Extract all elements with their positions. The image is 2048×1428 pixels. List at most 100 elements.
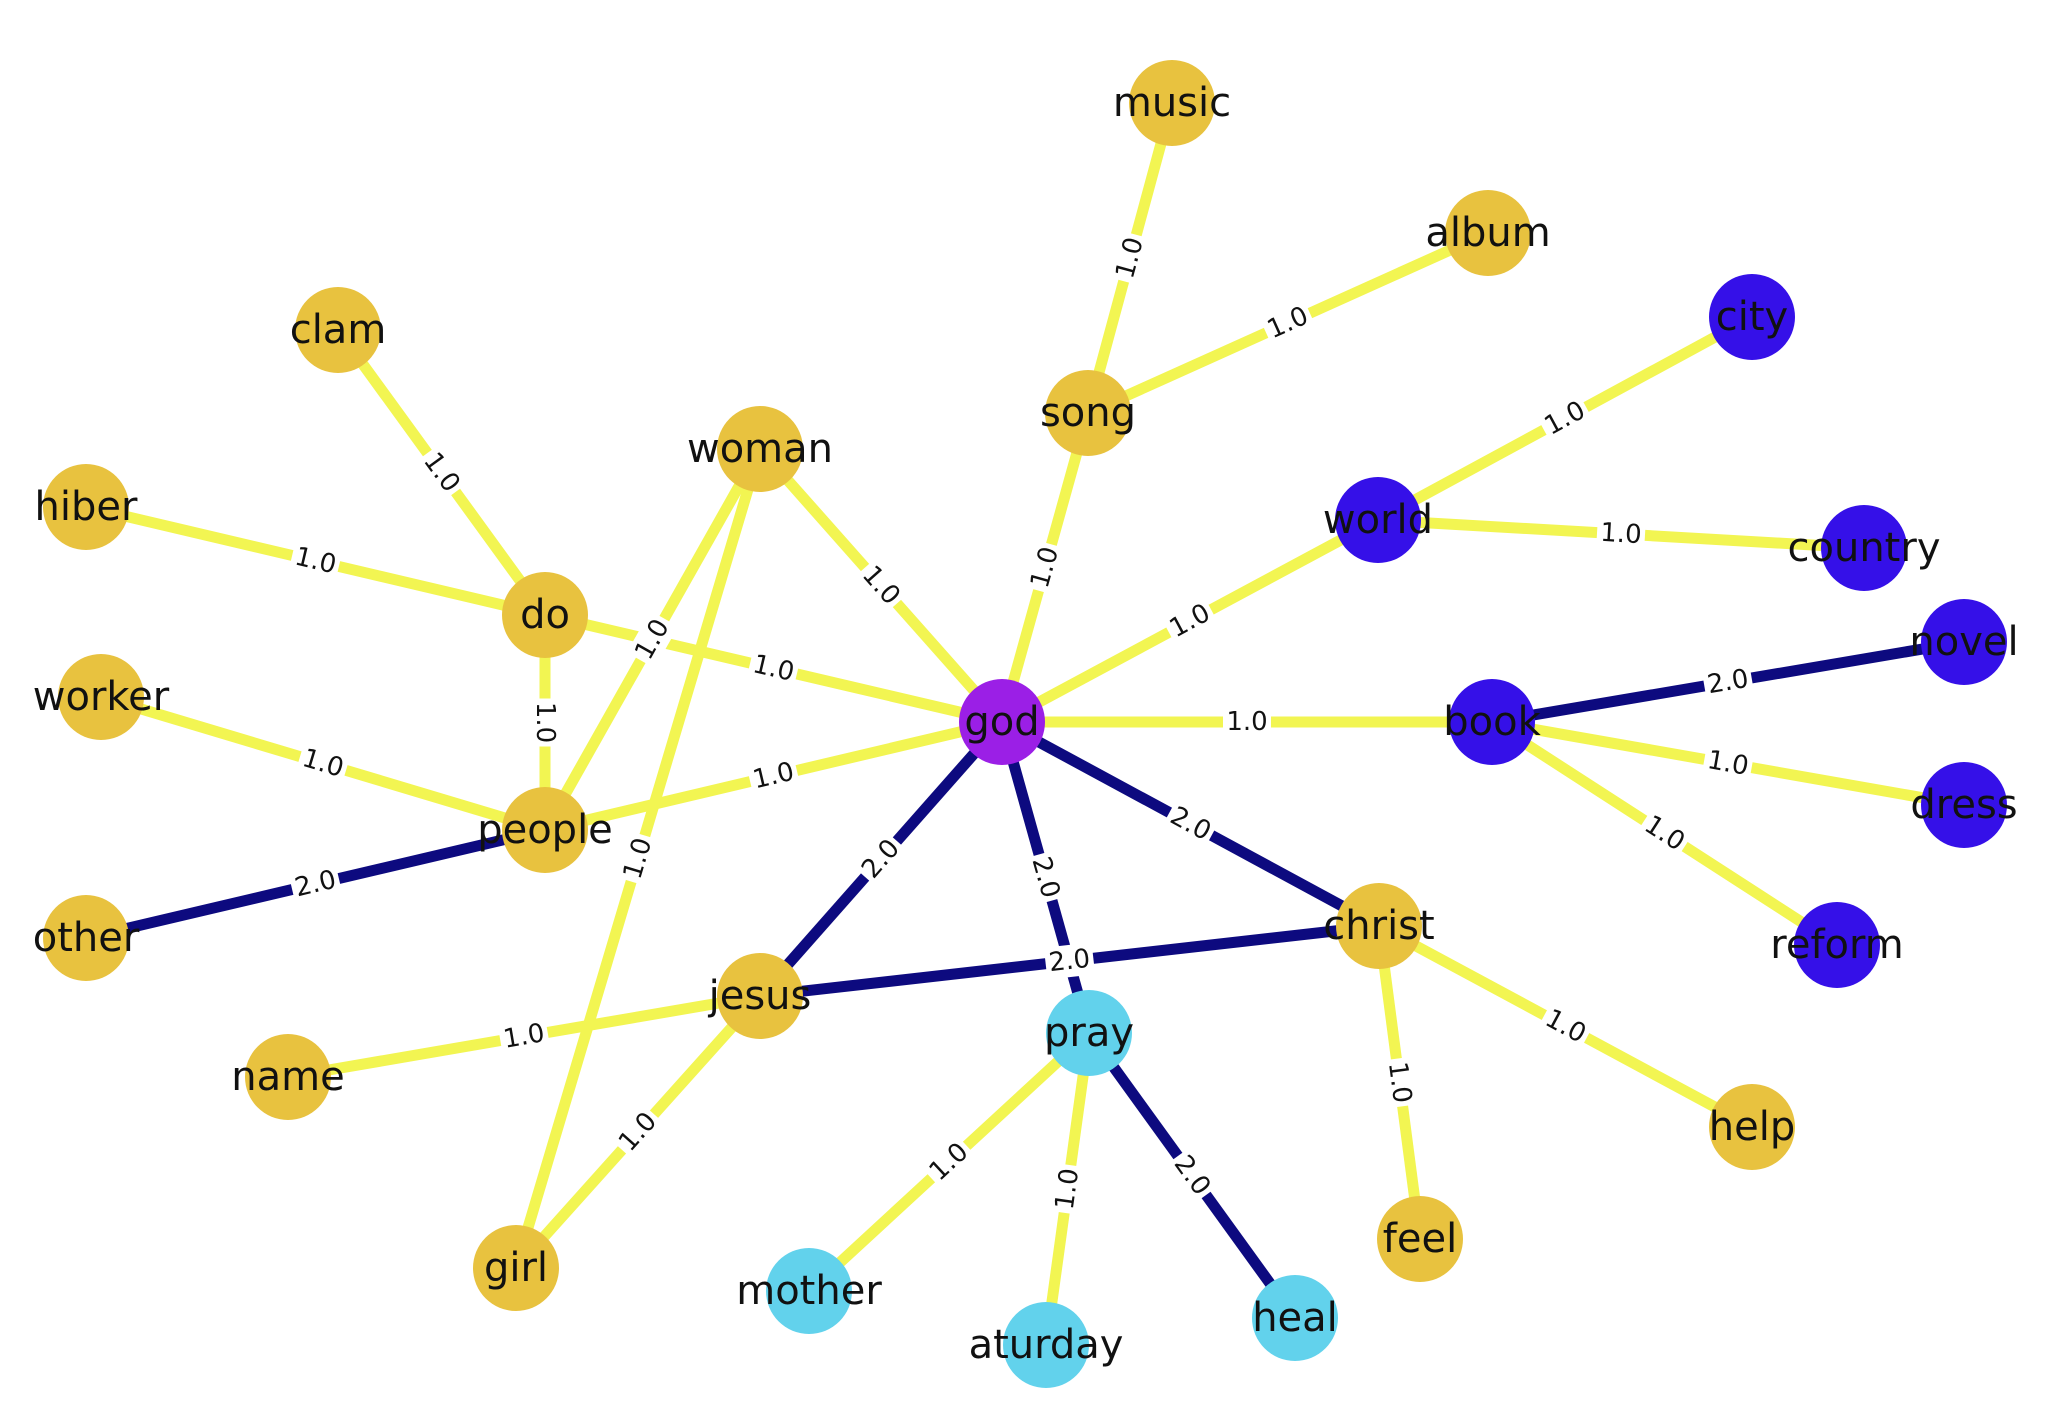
edge-label-song-album: 1.0 [1259, 298, 1317, 348]
node-circle-woman [717, 406, 803, 492]
node-label-heal: heal [1252, 1295, 1338, 1341]
edge-label-bg [1701, 743, 1755, 784]
edge-label-text: 2.0 [292, 865, 339, 904]
edge-label-hiber-do: 1.0 [288, 539, 343, 583]
node-other: other [33, 895, 140, 981]
edge-label-text: 1.0 [1050, 1166, 1085, 1211]
edge-label-text: 1.0 [1382, 1060, 1417, 1105]
node-label-song: song [1040, 390, 1136, 436]
node-circle-name [245, 1034, 331, 1120]
edge-label-bg [529, 698, 561, 747]
edge-label-text: 1.0 [750, 757, 797, 796]
node-label-aturday: aturday [969, 1322, 1124, 1368]
node-label-people: people [477, 807, 613, 853]
edge-label-bg [1380, 1056, 1419, 1109]
edge-label-text: 1.0 [750, 649, 797, 688]
edge-label-text: 1.0 [618, 834, 659, 882]
node-heal: heal [1252, 1275, 1338, 1361]
edge-label-christ-feel: 1.0 [1380, 1056, 1419, 1109]
node-circle-song [1045, 370, 1131, 456]
edge-label-bg [746, 754, 801, 798]
edge-label-worker-people: 1.0 [295, 741, 351, 786]
node-label-other: other [33, 915, 140, 961]
edge-label-jesus-christ: 2.0 [1043, 942, 1096, 980]
node-label-feel: feel [1383, 1216, 1457, 1262]
node-name: name [231, 1034, 345, 1120]
edge-label-text: 1.0 [1110, 234, 1150, 282]
edge-label-do-god: 1.0 [746, 647, 801, 690]
edge-label-bg [920, 1133, 978, 1191]
edge-label-pray-heal: 2.0 [1164, 1146, 1220, 1205]
node-circle-feel [1377, 1196, 1463, 1282]
edge-label-bg [1701, 662, 1755, 702]
edge-label-bg [1108, 230, 1152, 286]
node-circle-christ [1336, 883, 1422, 969]
node-label-worker: worker [33, 674, 170, 720]
edge-label-woman-people: 1.0 [626, 610, 679, 669]
edge-label-bg [1223, 706, 1271, 738]
node-label-god: god [964, 699, 1039, 745]
edge-label-bg [1161, 595, 1219, 647]
edge-label-text: 2.0 [1705, 664, 1751, 700]
nodes-layer: godmusicalbumsongclamwomanhiberdoworkerp… [33, 60, 2019, 1388]
node-circle-music [1129, 60, 1215, 146]
node-label-world: world [1323, 497, 1433, 543]
node-label-mother: mother [736, 1268, 882, 1314]
node-book: book [1443, 679, 1542, 765]
node-girl: girl [473, 1225, 559, 1311]
node-circle-god [959, 679, 1045, 765]
edge-label-bg [1164, 1146, 1220, 1205]
node-label-jesus: jesus [708, 973, 812, 1019]
edge-label-world-city: 1.0 [1536, 392, 1594, 445]
node-label-album: album [1425, 210, 1550, 256]
edge-label-bg [746, 647, 801, 690]
node-label-clam: clam [290, 307, 387, 353]
edge-label-bg [1043, 942, 1096, 980]
node-circle-girl [473, 1225, 559, 1311]
node-reform: reform [1770, 902, 1904, 988]
node-label-girl: girl [484, 1245, 548, 1291]
node-circle-people [502, 787, 588, 873]
edge-label-bg [1536, 392, 1594, 445]
node-label-woman: woman [687, 426, 833, 472]
edge-label-god-world: 1.0 [1161, 595, 1219, 647]
edge-label-bg [1635, 807, 1694, 860]
edge-label-bg [295, 741, 351, 786]
edge-label-text: 1.0 [299, 743, 347, 784]
node-christ: christ [1323, 883, 1435, 969]
edge-label-bg [288, 539, 343, 583]
node-circle-world [1335, 477, 1421, 563]
node-circle-help [1709, 1084, 1795, 1170]
node-god: god [959, 679, 1045, 765]
edge-labels-layer: 1.0 1.0 1.0 1.0 1.0 1.0 1.0 1.0 1.0 1.0 1.0 1.0 2.0 1… [288, 230, 1755, 1215]
edge-label-bg [414, 443, 469, 502]
edge-label-book-dress: 1.0 [1701, 743, 1755, 784]
node-label-name: name [231, 1054, 344, 1100]
node-label-hiber: hiber [35, 484, 138, 530]
edge-label-text: 1.0 [292, 542, 339, 581]
edge-label-bg [615, 830, 661, 887]
node-song: song [1040, 370, 1136, 456]
edge-label-people-god: 1.0 [746, 754, 801, 798]
edge-label-jesus-name: 1.0 [497, 1016, 551, 1057]
node-album: album [1425, 190, 1551, 276]
node-mother: mother [736, 1248, 882, 1334]
edge-label-text: 1.0 [501, 1018, 547, 1055]
edge-label-bg [1596, 516, 1646, 552]
edge-label-bg [1048, 1163, 1087, 1215]
edge-label-god-book: 1.0 [1223, 706, 1271, 738]
node-label-do: do [520, 592, 570, 638]
node-aturday: aturday [969, 1302, 1124, 1388]
edge-label-bg [1023, 540, 1067, 595]
edge-label-other-people: 2.0 [288, 862, 343, 906]
node-circle-mother [766, 1248, 852, 1334]
node-label-book: book [1443, 699, 1541, 745]
node-jesus: jesus [708, 953, 812, 1039]
edge-label-text: 2.0 [1047, 944, 1091, 978]
edge-label-bg [626, 610, 679, 669]
node-pray: pray [1044, 990, 1134, 1076]
node-do: do [502, 572, 588, 658]
edge-label-text: 1.0 [1226, 707, 1267, 737]
node-label-christ: christ [1323, 903, 1434, 949]
